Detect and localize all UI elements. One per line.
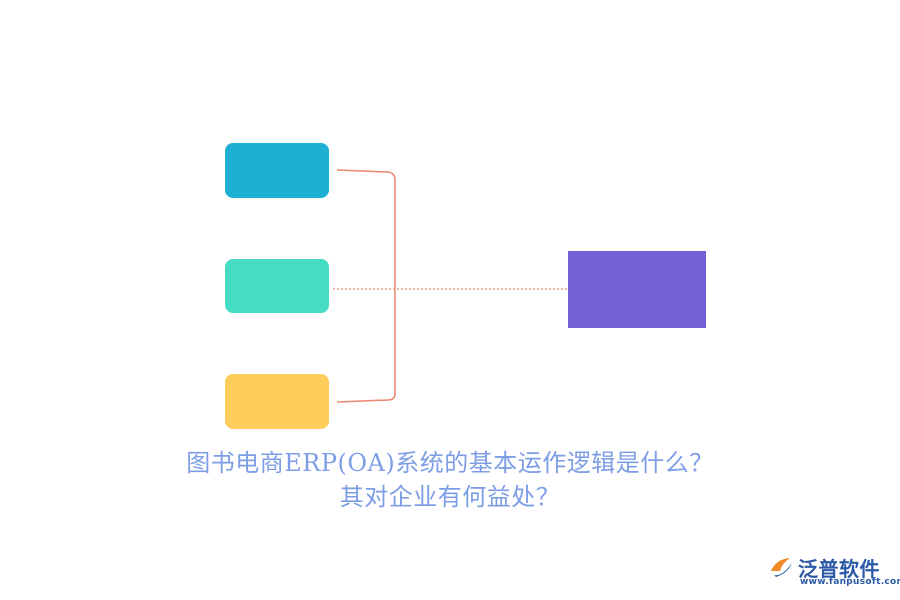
fanpu-logo-icon <box>771 558 792 577</box>
top-node-box <box>225 143 329 198</box>
bracket-connector <box>336 169 396 403</box>
fanpu-logo: 泛普软件 www.fanpusoft.com <box>768 553 900 593</box>
target-node-box <box>568 251 706 328</box>
caption-line-1: 图书电商ERP(OA)系统的基本运作逻辑是什么？ <box>186 449 714 477</box>
caption-line-2: 其对企业有何益处？ <box>339 483 561 511</box>
logo-url: www.fanpusoft.com <box>800 577 900 587</box>
diagram-caption: 图书电商ERP(OA)系统的基本运作逻辑是什么？ 其对企业有何益处？ <box>100 446 800 514</box>
logo-brand-name: 泛普软件 <box>798 557 880 581</box>
bottom-node-box <box>225 374 329 429</box>
middle-node-box <box>225 259 329 313</box>
